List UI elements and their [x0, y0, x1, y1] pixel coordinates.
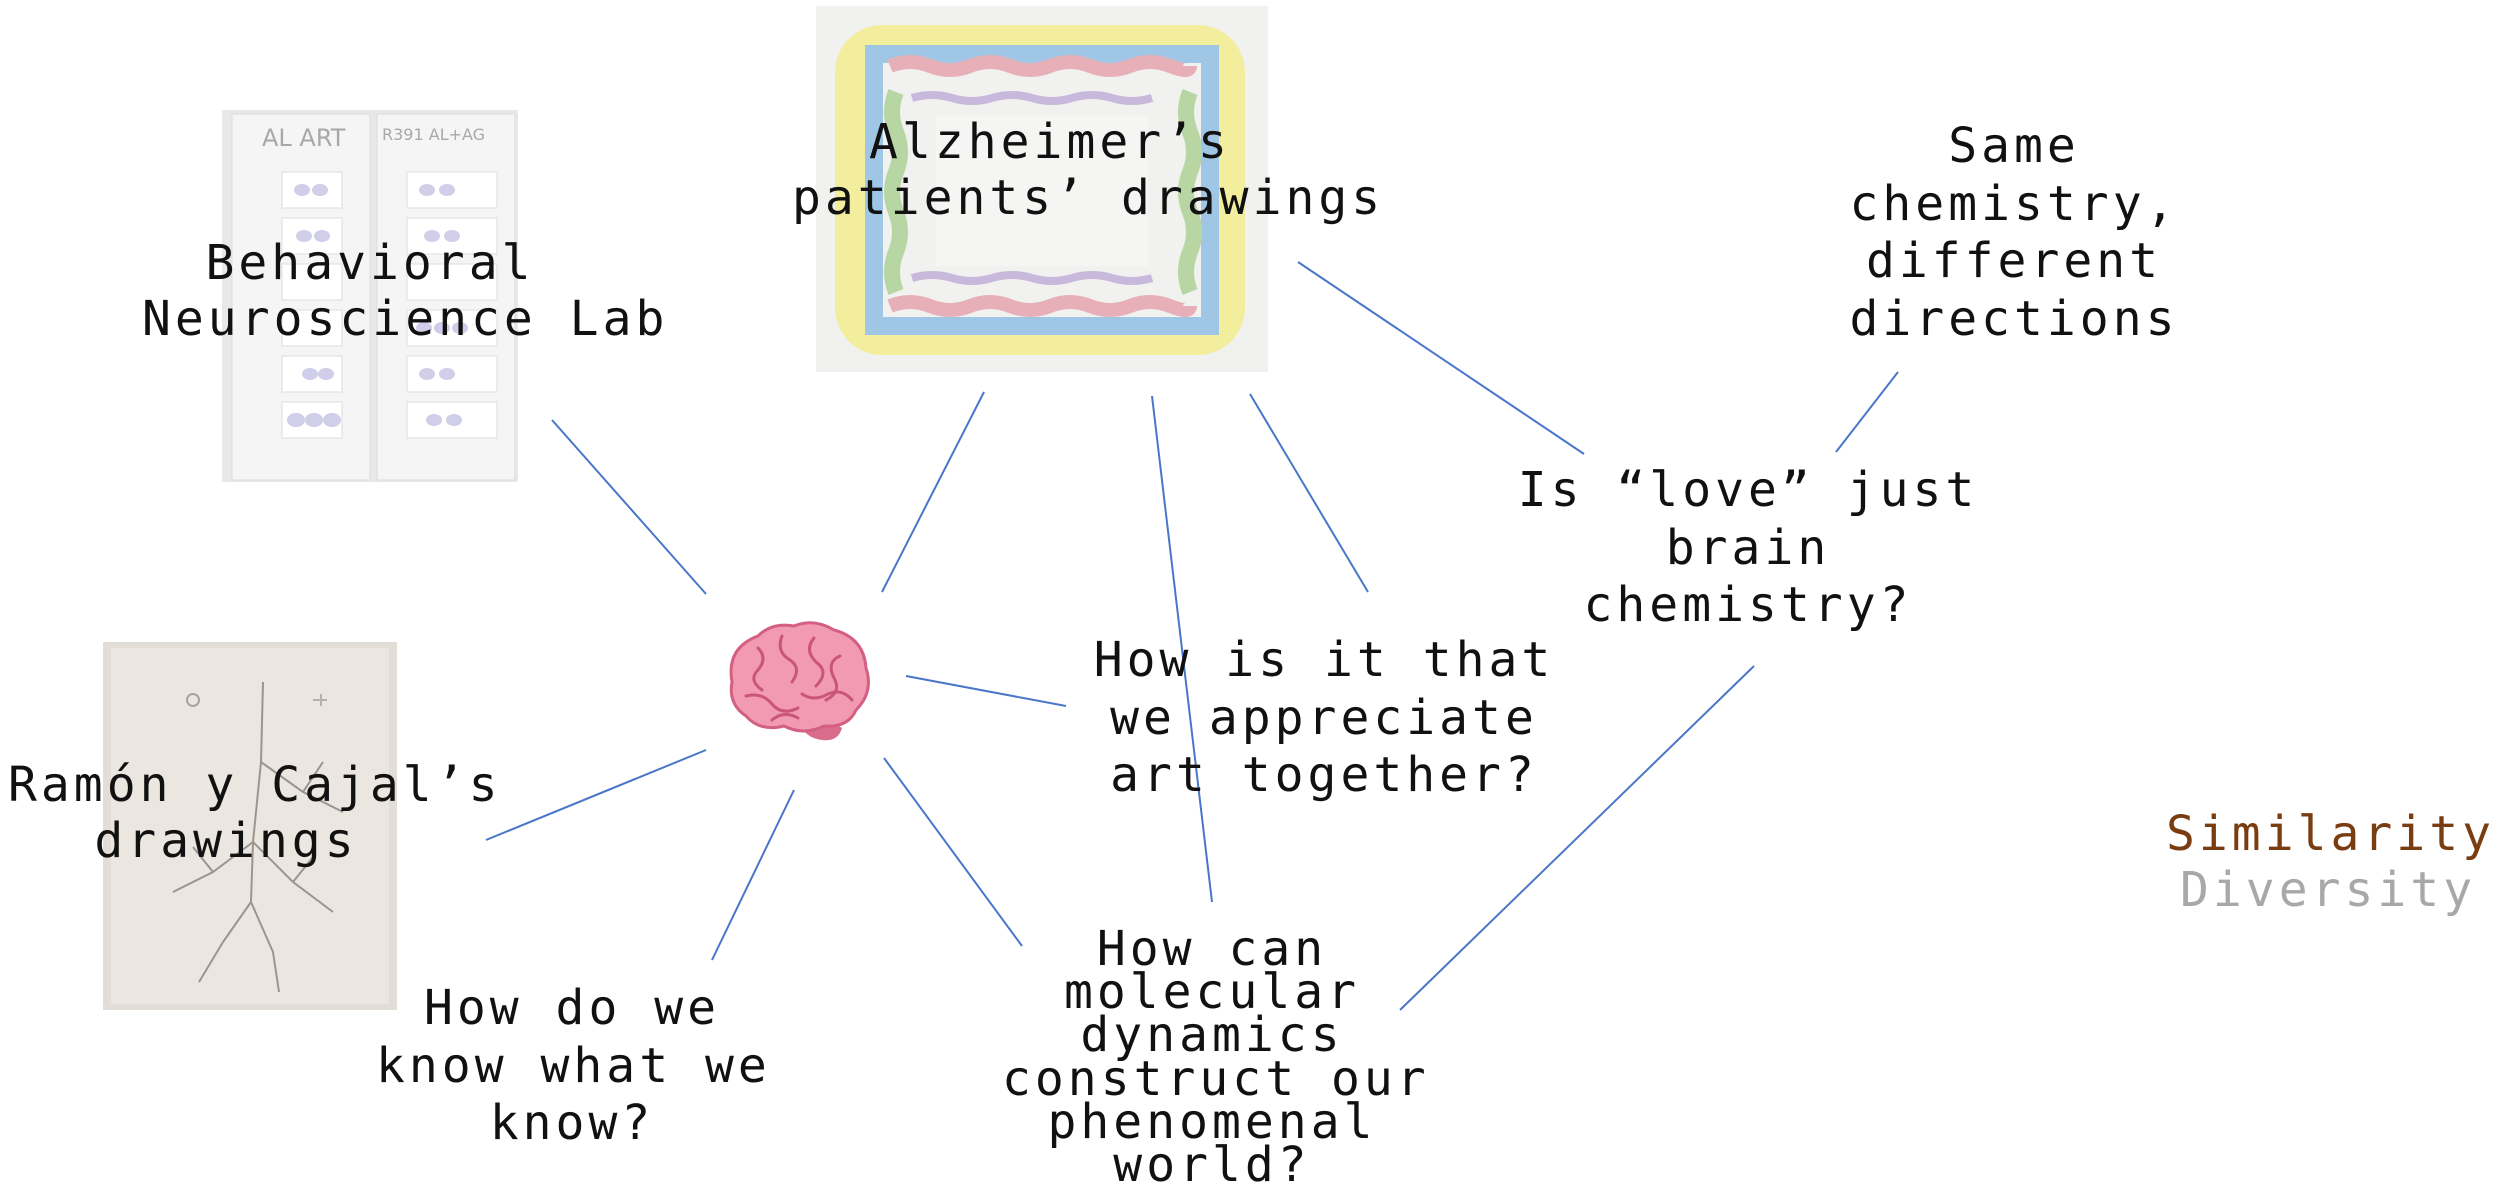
lab-slides-photo: AL ART R391 AL+AG [222, 110, 518, 482]
cajal-link [485, 749, 707, 841]
love-molecular-link [1399, 665, 1755, 1011]
label-line: art together? [1110, 747, 1538, 804]
brain-icon [722, 620, 874, 744]
molecular-link [883, 757, 1023, 947]
label-line: Is “love” just [1517, 462, 1979, 518]
label-line: directions [1849, 290, 2179, 347]
label-line: How is it that [1093, 632, 1555, 688]
label-line: different [1865, 233, 2163, 290]
label-line: brain [1665, 519, 1831, 576]
label-line: phenomenal [1047, 1093, 1377, 1150]
label-line: How do we [423, 980, 721, 1036]
alzheimers-drawing-photo [816, 6, 1268, 372]
alz-love-link [1297, 261, 1585, 455]
alzheimers-link [881, 391, 985, 593]
know-link [711, 789, 795, 961]
label-line: dynamics [1080, 1007, 1344, 1064]
label-line: Neuroscience Lab [142, 290, 669, 347]
lab-link [551, 419, 707, 595]
appreciate-link [905, 675, 1067, 707]
label-line: Ramón y Cajal’s [8, 757, 502, 813]
label-line: know what we [376, 1037, 771, 1094]
label-line: construct our [1002, 1050, 1430, 1107]
label-line: know? [489, 1095, 655, 1152]
slides-label-right: R391 AL+AG [382, 125, 485, 144]
label-line: chemistry? [1583, 577, 1913, 634]
label-line: molecular [1063, 964, 1361, 1021]
label-line: How can [1096, 921, 1328, 977]
label-line: Same [1948, 118, 2080, 174]
cajal-drawing-photo [103, 642, 397, 1010]
legend-diversity: Diversity [2180, 862, 2477, 918]
label-line: drawings [94, 812, 358, 869]
legend-similarity: Similarity [2166, 806, 2495, 862]
label-line: Behavioral [205, 235, 535, 291]
label-line: Alzheimer’s [869, 114, 1231, 170]
label-line: world? [1113, 1136, 1311, 1193]
love-samechem-link [1835, 371, 1899, 453]
alz-molecular-link [1151, 395, 1213, 903]
label-line: chemistry, [1849, 175, 2179, 232]
label-line: we appreciate [1110, 689, 1538, 746]
alz-appreciate-link [1249, 393, 1369, 593]
label-line: patients’ drawings [792, 169, 1385, 226]
slides-label-left: AL ART [262, 124, 346, 152]
